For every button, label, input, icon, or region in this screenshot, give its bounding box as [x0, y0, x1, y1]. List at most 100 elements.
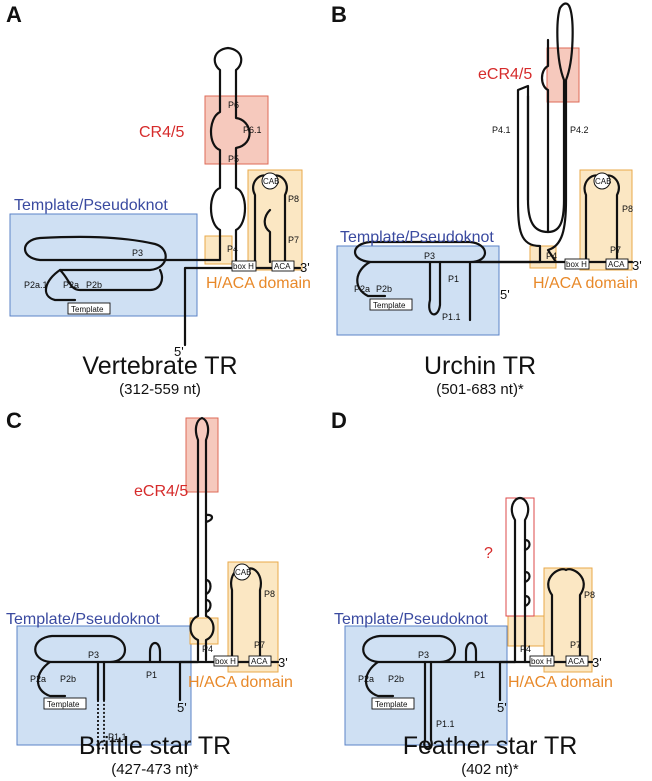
panel-d-3-prime: 3' [592, 655, 602, 670]
panel-a-label-p2a1: P2a.1 [24, 280, 48, 290]
panel-d-template-label-box [371, 697, 415, 710]
panel-b-label-p4: P4 [546, 251, 557, 261]
panel-b-label-p3: P3 [424, 251, 435, 261]
panel-c-red-region: eCR4/5 [134, 483, 188, 500]
panel-a-template-label-box [67, 302, 111, 315]
panel-b-cab: CAB [595, 177, 611, 186]
panel-a-box-h-box [231, 260, 257, 272]
panel-d-title: Feather star TR [403, 732, 578, 760]
panel-a-cab-icon [261, 172, 279, 190]
panel-c-p4-long-stem [189, 416, 215, 662]
panel-d-label-p2a: P2a [358, 674, 374, 684]
panel-d-p7-p8-stem [547, 568, 585, 664]
panel-b-subtitle: (501-683 nt)* [436, 381, 524, 398]
panel-d-label-p4: P4 [520, 644, 531, 654]
panel-d-label-p7: P7 [570, 640, 581, 650]
panel-a-backbone [183, 266, 302, 347]
panel-d-label-p3: P3 [418, 650, 429, 660]
panel-b-box-h: box H [566, 260, 587, 269]
panel-d-pseudoknot [362, 634, 517, 664]
panel-b-p4-inner [526, 38, 550, 234]
panel-b-5-prime: 5' [500, 287, 510, 302]
panel-a-template-box [9, 213, 198, 317]
panel-b-label-p4-1: P4.1 [492, 125, 511, 135]
panel-a-red-region: CR4/5 [139, 124, 184, 141]
panel-a-cab: CAB [263, 177, 279, 186]
panel-a-p2-branch [44, 268, 77, 302]
panel-a-title: Vertebrate TR [82, 352, 237, 380]
panel-c-box-h: box H [215, 657, 236, 666]
panel-d: D ? Template/Pseudoknot H/ACA domain P8 … [331, 408, 613, 778]
panel-c-pseudoknot [34, 634, 200, 664]
panel-a-label-p3: P3 [132, 248, 143, 258]
panel-c-p1-1-dotted [96, 700, 106, 750]
panel-b-p2-branch [356, 260, 387, 298]
panel-c-haca-region: H/ACA domain [188, 674, 293, 691]
panel-c: C eCR4/5 Template/Pseudoknot H/ACA domai… [6, 408, 293, 778]
panel-b-label-p7: P7 [610, 245, 621, 255]
panel-a-box-h: box H [233, 262, 254, 271]
panel-d-haca-region: H/ACA domain [508, 674, 613, 691]
panel-c-p1-stem [96, 660, 106, 702]
panel-c-label-p4: P4 [202, 644, 213, 654]
panel-a-template-region: Template/Pseudoknot [14, 197, 168, 214]
panel-a-label-p2a: P2a [63, 280, 79, 290]
panel-c-label-p7: P7 [254, 640, 265, 650]
panel-b-label-p2b: P2b [376, 284, 392, 294]
panel-c-p2-branch [36, 660, 67, 698]
panel-c-template-label-box [43, 697, 87, 710]
panel-c-label-p2a: P2a [30, 674, 46, 684]
panel-b-aca: ACA [608, 260, 625, 269]
panel-b-label-p1: P1 [448, 274, 459, 284]
panel-b-template-label-box [369, 298, 413, 311]
panel-a-5-prime: 5' [174, 344, 184, 359]
panel-b-p1-1 [428, 260, 442, 316]
panel-c-cab-icon [233, 563, 251, 581]
panel-b-template: Template [373, 301, 406, 310]
panel-a-template: Template [71, 305, 104, 314]
panel-d-label-p2b: P2b [388, 674, 404, 684]
panel-c-label-p1: P1 [146, 670, 157, 680]
panel-c-aca: ACA [251, 657, 268, 666]
panel-c-template-region: Template/Pseudoknot [6, 611, 160, 628]
panel-a-label-p6: P6 [228, 100, 239, 110]
panel-c-haca-box-right [227, 561, 279, 673]
panel-a-label-p4: P4 [227, 244, 238, 254]
panel-b-pseudoknot [353, 240, 542, 322]
panel-d-letter: D [331, 408, 347, 433]
panel-c-label-p1-1: P1.1 [108, 732, 127, 742]
panel-b: B eCR4/5 Template/Pseudoknot H/ACA domai… [331, 2, 642, 398]
panel-a-label-p7: P7 [288, 235, 299, 245]
panel-a-p7-bulge [263, 208, 272, 264]
panel-a-letter: A [6, 2, 22, 27]
panel-a-label-p6-1: P6.1 [243, 125, 262, 135]
panel-a-subtitle: (312-559 nt) [119, 381, 201, 398]
panel-d-p4-long-stem [510, 496, 530, 664]
panel-c-letter: C [6, 408, 22, 433]
panel-d-box-h: box H [531, 657, 552, 666]
panel-c-box-h-box [213, 655, 239, 667]
panel-a: A CR4/5 Template/Pseudoknot H/ACA domain… [6, 2, 311, 398]
panel-b-label-p8: P8 [622, 204, 633, 214]
panel-c-label-p3: P3 [88, 650, 99, 660]
panel-c-aca-box [248, 655, 272, 667]
panel-d-label-p1: P1 [474, 670, 485, 680]
panel-c-template: Template [47, 700, 80, 709]
panel-d-p1-1 [423, 660, 433, 751]
panel-c-label-p2b: P2b [60, 674, 76, 684]
panel-a-pseudoknot [23, 235, 222, 292]
panel-b-label-p1-1: P1.1 [442, 312, 461, 322]
panel-b-aca-box [605, 258, 629, 270]
panel-b-p4-long-stem [516, 2, 574, 264]
panel-d-label-p8: P8 [584, 590, 595, 600]
panel-c-stem-bulges [204, 513, 214, 614]
panel-d-p2-branch [364, 660, 395, 698]
panel-b-box-h-box [564, 258, 590, 270]
panel-a-haca-region: H/ACA domain [206, 275, 311, 292]
panel-d-aca-box [565, 655, 589, 667]
panel-a-p5-p6-stem [209, 46, 251, 262]
panel-d-5-prime: 5' [497, 700, 507, 715]
panel-c-cab: CAB [235, 568, 251, 577]
panel-b-title: Urchin TR [424, 352, 536, 380]
